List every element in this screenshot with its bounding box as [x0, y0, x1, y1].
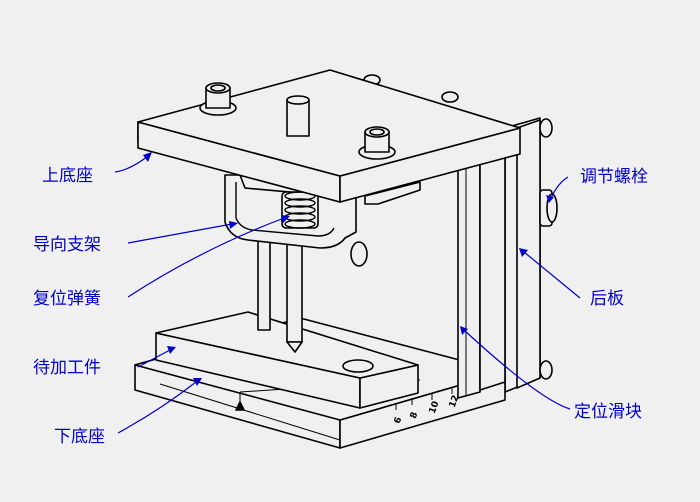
label-upper-base: 上底座: [42, 166, 93, 186]
label-lower-base: 下底座: [54, 427, 105, 447]
label-return-spring: 复位弹簧: [33, 289, 101, 309]
scale-ticks: 6 8 10 12: [393, 387, 462, 425]
label-guide-bracket: 导向支架: [33, 235, 101, 255]
label-back-plate: 后板: [590, 289, 624, 309]
scale-mark-3: 10: [428, 400, 442, 415]
press-assembly-drawing: 6 8 10 12: [134, 69, 558, 449]
label-adjust-bolt: 调节螺栓: [580, 167, 648, 187]
label-workpiece: 待加工件: [33, 358, 101, 378]
scale-mark-4: 12: [448, 394, 462, 409]
adjusting-bolt: [539, 189, 558, 227]
upper-base: [137, 69, 521, 205]
labels: 上底座 导向支架 复位弹簧 待加工件 下底座 调节螺栓 后板 定位滑块: [33, 166, 648, 447]
workpiece: [155, 311, 419, 409]
scale-mark-2: 8: [409, 411, 421, 420]
return-spring: [281, 191, 319, 229]
top-bolts: [199, 82, 396, 160]
leader-lines: [114, 152, 581, 434]
scale-mark-1: 6: [393, 416, 405, 425]
guide-posts: [257, 229, 303, 353]
label-positioning-slider: 定位滑块: [574, 402, 642, 422]
positioning-slider: [457, 154, 506, 399]
